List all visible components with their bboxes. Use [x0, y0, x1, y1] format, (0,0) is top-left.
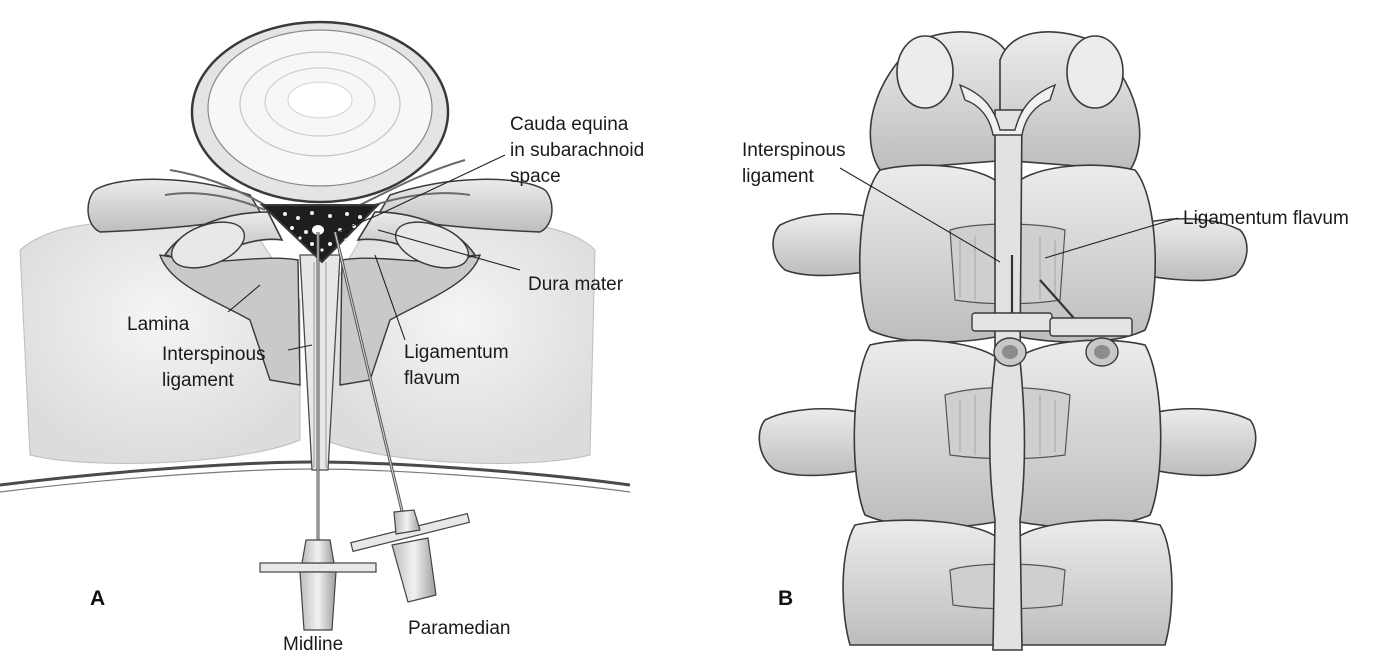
label-midline: Midline: [283, 634, 343, 655]
label-interspinous-line1: Interspinous: [162, 344, 266, 365]
panel-b-posterior-view: Interspinous ligament Ligamentum flavum …: [742, 32, 1349, 650]
label-b-interspinous-line2: ligament: [742, 166, 815, 187]
vertebral-body: [192, 22, 448, 202]
label-cauda-equina-line3: space: [510, 166, 561, 187]
label-lamina: Lamina: [127, 314, 190, 335]
panel-a-letter: A: [90, 587, 105, 610]
spinous-process-column: [990, 110, 1025, 650]
label-cauda-equina-line2: in subarachnoid: [510, 140, 644, 161]
label-b-ligamentum-flavum: Ligamentum flavum: [1183, 208, 1349, 229]
label-b-interspinous-line1: Interspinous: [742, 140, 846, 161]
panel-b-letter: B: [778, 587, 793, 610]
panel-a-axial-view: Cauda equina in subarachnoid space Dura …: [0, 22, 644, 655]
label-dura-mater: Dura mater: [528, 274, 624, 295]
label-ligamentum-flavum-line2: flavum: [404, 368, 460, 389]
label-paramedian: Paramedian: [408, 618, 510, 639]
label-cauda-equina-line1: Cauda equina: [510, 114, 629, 135]
label-interspinous-line2: ligament: [162, 370, 235, 391]
label-ligamentum-flavum-line1: Ligamentum: [404, 342, 509, 363]
